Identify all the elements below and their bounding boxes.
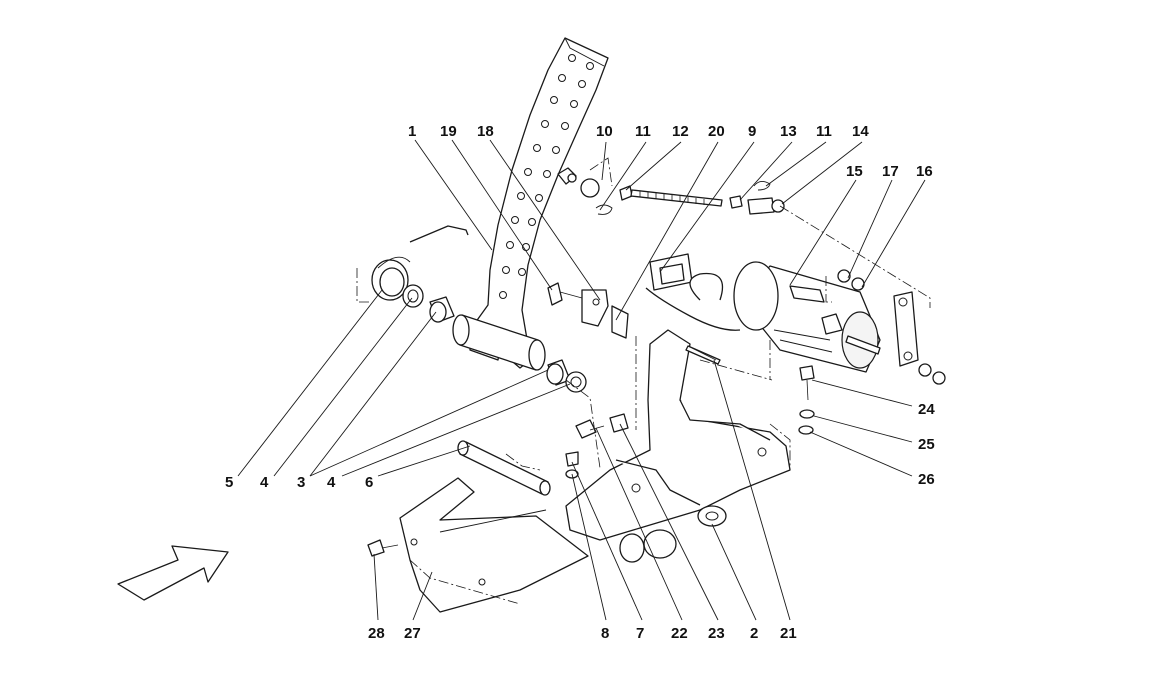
callout-7: 7 (636, 625, 644, 642)
callout-leaders (237, 139, 926, 621)
callout-22: 22 (671, 625, 688, 642)
bracket-plate (837, 269, 946, 385)
callout-17: 17 (882, 163, 899, 180)
callout-3: 3 (297, 474, 305, 491)
bushings (402, 284, 587, 393)
return-spring (371, 225, 469, 301)
callout-15: 15 (846, 163, 863, 180)
assembly-lines (356, 157, 931, 605)
callout-27: 27 (404, 625, 421, 642)
callout-28: 28 (368, 625, 385, 642)
throttle-sensor (733, 261, 881, 373)
callout-23: 23 (708, 625, 725, 642)
callout-20: 20 (708, 123, 725, 140)
throttle-rod (567, 173, 785, 215)
callout-6: 6 (365, 474, 373, 491)
callout-2: 2 (750, 625, 758, 642)
direction-arrow (117, 545, 229, 601)
heel-plate (367, 477, 589, 613)
base-bracket (565, 329, 791, 563)
bolt-and-clip (547, 282, 629, 339)
screw-and-washers (798, 365, 815, 435)
accelerator-pedal (452, 37, 609, 371)
callout-4a: 4 (260, 474, 269, 491)
callout-26: 26 (918, 471, 935, 488)
callout-21: 21 (780, 625, 797, 642)
callout-12: 12 (672, 123, 689, 140)
callout-18: 18 (477, 123, 494, 140)
callout-14: 14 (852, 123, 869, 140)
callout-13: 13 (780, 123, 797, 140)
callout-19: 19 (440, 123, 457, 140)
base-screws (565, 413, 629, 479)
callout-24: 24 (918, 401, 935, 418)
callout-25: 25 (918, 436, 935, 453)
callout-5: 5 (225, 474, 233, 491)
callout-10: 10 (596, 123, 613, 140)
callout-9: 9 (748, 123, 756, 140)
callout-4b: 4 (327, 474, 336, 491)
callout-11a: 11 (635, 123, 651, 140)
wiring-connector (645, 253, 741, 331)
pivot-shaft (457, 440, 551, 496)
callout-8: 8 (601, 625, 609, 642)
callout-labels: 1 19 18 10 11 12 20 9 13 11 14 15 17 16 … (225, 123, 935, 642)
callout-1: 1 (408, 123, 416, 140)
callout-11b: 11 (816, 123, 832, 140)
callout-16: 16 (916, 163, 933, 180)
